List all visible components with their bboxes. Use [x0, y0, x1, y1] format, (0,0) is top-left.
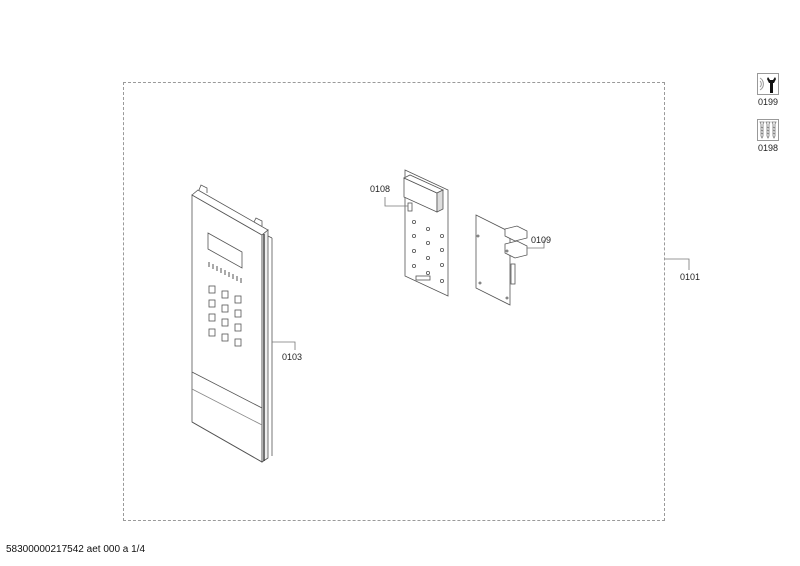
leader-lines	[272, 197, 690, 350]
wrench-icon	[757, 73, 779, 95]
callout-0103[interactable]: 0103	[282, 352, 303, 362]
part-0109-power-board[interactable]	[475, 214, 528, 306]
callout-0109[interactable]: 0109	[531, 235, 552, 245]
legend-item-0198[interactable]: 0198	[750, 119, 786, 153]
part-0103-control-panel[interactable]	[191, 184, 273, 463]
legend-item-0199[interactable]: 0199	[750, 73, 786, 107]
document-footer: 58300000217542 aet 000 a 1/4	[6, 544, 146, 555]
part-0108-control-board[interactable]	[403, 169, 449, 297]
legend-code-0198: 0198	[757, 143, 779, 153]
callout-0101[interactable]: 0101	[680, 272, 701, 282]
callout-0108[interactable]: 0108	[370, 184, 391, 194]
legend-code-0199: 0199	[757, 97, 779, 107]
screws-icon	[757, 119, 779, 141]
assembly-boundary-frame	[123, 82, 665, 521]
